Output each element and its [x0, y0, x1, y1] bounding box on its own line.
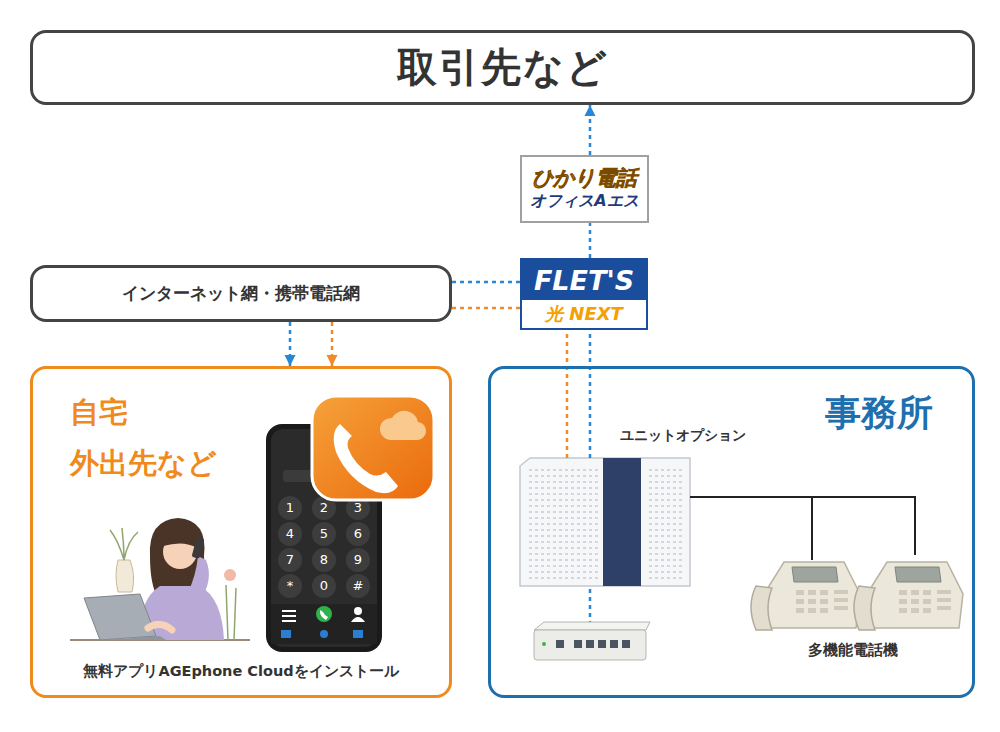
arrow-head — [585, 105, 596, 116]
keypad-digit: 2 — [314, 499, 334, 517]
keypad-digit: # — [348, 577, 368, 595]
node-label: 取引先など — [397, 40, 609, 95]
network-box: インターネット網・携帯電話網 — [30, 265, 452, 322]
keypad-digit: 9 — [348, 551, 368, 569]
keypad-digit: 8 — [314, 551, 334, 569]
keypad-digit: 3 — [348, 499, 368, 517]
keypad-digit: 0 — [314, 577, 334, 595]
partner-box: 取引先など — [30, 30, 975, 105]
wire-connector — [690, 497, 915, 555]
desk-phones: 多機能電話機 — [740, 555, 965, 665]
connector-line — [452, 307, 520, 310]
node-label: 事務所 — [825, 391, 933, 434]
node-sublabel: オフィスAエス — [530, 191, 638, 212]
node-label: インターネット網・携帯電話網 — [122, 282, 360, 305]
keypad-digit: 5 — [314, 525, 334, 543]
connector-line — [690, 497, 915, 555]
dotted-connector — [585, 105, 596, 155]
node-sublabel: 光 NEXT — [522, 300, 646, 328]
node-label: ユニットオプション — [620, 426, 746, 444]
line-logo-box: FLET'S光 NEXT — [520, 258, 648, 330]
node-label: FLET'S — [522, 260, 646, 300]
keypad-digit: 1 — [280, 499, 300, 517]
dotted-connector — [590, 330, 591, 458]
dotted-connector — [590, 223, 591, 258]
connector-line — [589, 330, 592, 458]
node-label: ひかり電話 — [532, 166, 637, 191]
keypad-digit: 4 — [280, 525, 300, 543]
arrow-head — [327, 355, 338, 366]
home-panel: 自宅 外出先など無料アプリAGEphone Cloudをインストール — [30, 366, 452, 698]
woman-illustration — [70, 518, 250, 640]
dotted-connector — [285, 322, 296, 366]
office-panel: 事務所ユニットオプション多機能電話機 — [488, 366, 975, 698]
dotted-connector — [567, 330, 568, 458]
desk-phones-illustration — [751, 497, 963, 630]
pbx-unit-illustration — [520, 458, 690, 586]
keypad-digit: * — [280, 577, 300, 595]
keypad-digit: 6 — [348, 525, 368, 543]
dotted-connector — [452, 282, 520, 283]
pbx-unit: ユニットオプション — [520, 458, 690, 586]
connector-line — [566, 330, 569, 458]
keypad-digit: 7 — [280, 551, 300, 569]
router-illustration — [534, 586, 650, 660]
node-label: 自宅 外出先など — [70, 387, 217, 489]
connector-line — [452, 281, 520, 284]
node-sublabel: 無料アプリAGEphone Cloudをインストール — [33, 662, 449, 681]
dotted-connector — [452, 308, 520, 309]
service-logo-box: ひかり電話オフィスAエス — [520, 155, 649, 223]
node-label: 多機能電話機 — [740, 641, 965, 661]
app-icon — [312, 396, 434, 500]
connector-line — [589, 223, 592, 258]
arrow-head — [285, 355, 296, 366]
dotted-connector — [327, 322, 338, 366]
